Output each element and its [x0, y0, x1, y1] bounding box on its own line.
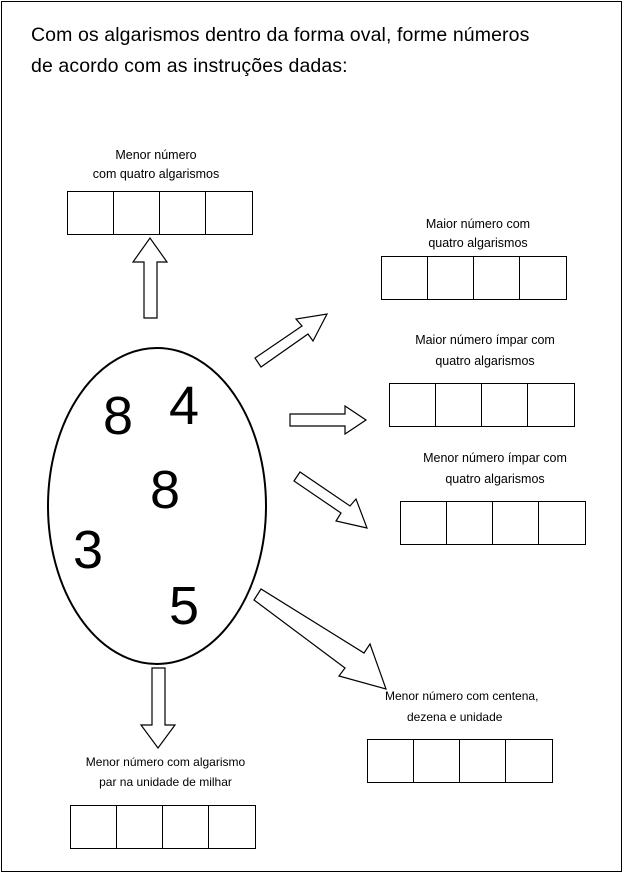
answer-box[interactable] [163, 806, 209, 848]
answer-box[interactable] [474, 257, 520, 299]
answer-box[interactable] [528, 384, 574, 426]
answer-box[interactable] [436, 384, 482, 426]
answer-box[interactable] [506, 740, 552, 782]
arrow-down-icon [139, 667, 177, 750]
answer-box[interactable] [71, 806, 117, 848]
answer-box[interactable] [539, 502, 585, 544]
arrow-down-right-icon [293, 471, 368, 529]
task-label-smallest-odd-four-digit: Menor número ímpar com quatro algarismos [423, 451, 567, 486]
task-label-largest-odd-four-digit: Maior número ímpar com quatro algarismos [415, 333, 555, 368]
oval-digit-5: 5 [169, 576, 199, 636]
answer-box[interactable] [520, 257, 566, 299]
arrow-down-right-long-icon [253, 588, 387, 690]
task-label-smallest-four-digit: Menor número com quatro algarismos [92, 148, 220, 181]
answer-box[interactable] [460, 740, 506, 782]
oval-digit-4: 3 [73, 520, 103, 580]
arrow-up-right-icon [254, 313, 329, 368]
arrow-up-icon [131, 236, 169, 319]
answer-box[interactable] [390, 384, 436, 426]
answer-box[interactable] [414, 740, 460, 782]
answer-box[interactable] [447, 502, 493, 544]
answer-boxes-smallest-four-digit [67, 191, 253, 235]
oval-digit-2: 4 [169, 376, 199, 436]
answer-box[interactable] [482, 384, 528, 426]
task-label-largest-four-digit: Maior número com quatro algarismos [425, 217, 531, 250]
answer-box[interactable] [428, 257, 474, 299]
oval-digit-1: 8 [103, 386, 133, 446]
answer-box[interactable] [68, 192, 114, 234]
answer-box[interactable] [160, 192, 206, 234]
task-label-smallest-with-hundreds-tens-units: Menor número com centena, dezena e unida… [385, 689, 539, 724]
answer-boxes-largest-four-digit [381, 256, 567, 300]
answer-box[interactable] [382, 257, 428, 299]
answer-box[interactable] [206, 192, 252, 234]
answer-box[interactable] [493, 502, 539, 544]
answer-boxes-largest-odd-four-digit [389, 383, 575, 427]
instructions-title: Com os algarismos dentro da forma oval, … [31, 20, 601, 82]
answer-box[interactable] [401, 502, 447, 544]
answer-boxes-smallest-with-hundreds-tens-units [367, 739, 553, 783]
answer-boxes-smallest-odd-four-digit [400, 501, 586, 545]
answer-box[interactable] [209, 806, 255, 848]
answer-boxes-smallest-even-thousands [70, 805, 256, 849]
instructions-line-2: de acordo com as instruções dadas: [31, 55, 348, 77]
task-label-smallest-even-thousands: Menor número com algarismo par na unidad… [85, 755, 246, 789]
digit-oval [47, 347, 267, 665]
arrow-right-icon [289, 404, 368, 436]
answer-box[interactable] [117, 806, 163, 848]
oval-digit-3: 8 [150, 460, 180, 520]
answer-box[interactable] [368, 740, 414, 782]
instructions-line-1: Com os algarismos dentro da forma oval, … [31, 24, 530, 46]
answer-box[interactable] [114, 192, 160, 234]
